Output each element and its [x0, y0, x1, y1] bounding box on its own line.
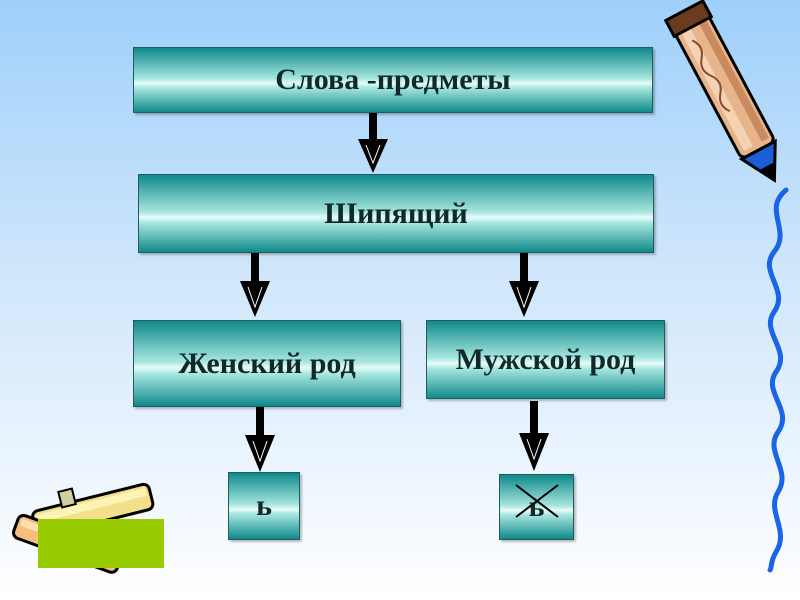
- arrow-feminine-to-soft-sign: [245, 407, 275, 472]
- pencil-icon: [663, 0, 777, 183]
- green-rectangle: [38, 519, 164, 568]
- box-feminine-label: Женский род: [178, 346, 356, 380]
- box-soft-sign-label: ь: [256, 489, 272, 522]
- box-words-objects: Слова -предметы: [133, 47, 653, 113]
- arrow-masculine-to-crossed: [519, 401, 549, 471]
- box-masculine-label: Мужской род: [455, 342, 636, 376]
- squiggle-line-decoration: [766, 187, 789, 573]
- arrow-middle-to-masculine: [509, 253, 539, 317]
- box-words-objects-label: Слова -предметы: [275, 63, 511, 96]
- arrow-middle-to-feminine: [240, 253, 270, 317]
- box-masculine: Мужской род: [426, 320, 665, 399]
- cross-out-icon: [515, 484, 559, 518]
- box-hissing-label: Шипящий: [324, 196, 468, 230]
- box-hissing: Шипящий: [138, 174, 654, 253]
- box-soft-sign: ь: [228, 472, 300, 540]
- box-crossed-soft-sign: ь: [499, 474, 574, 540]
- arrow-top-to-middle: [358, 113, 388, 173]
- box-feminine: Женский род: [133, 320, 401, 407]
